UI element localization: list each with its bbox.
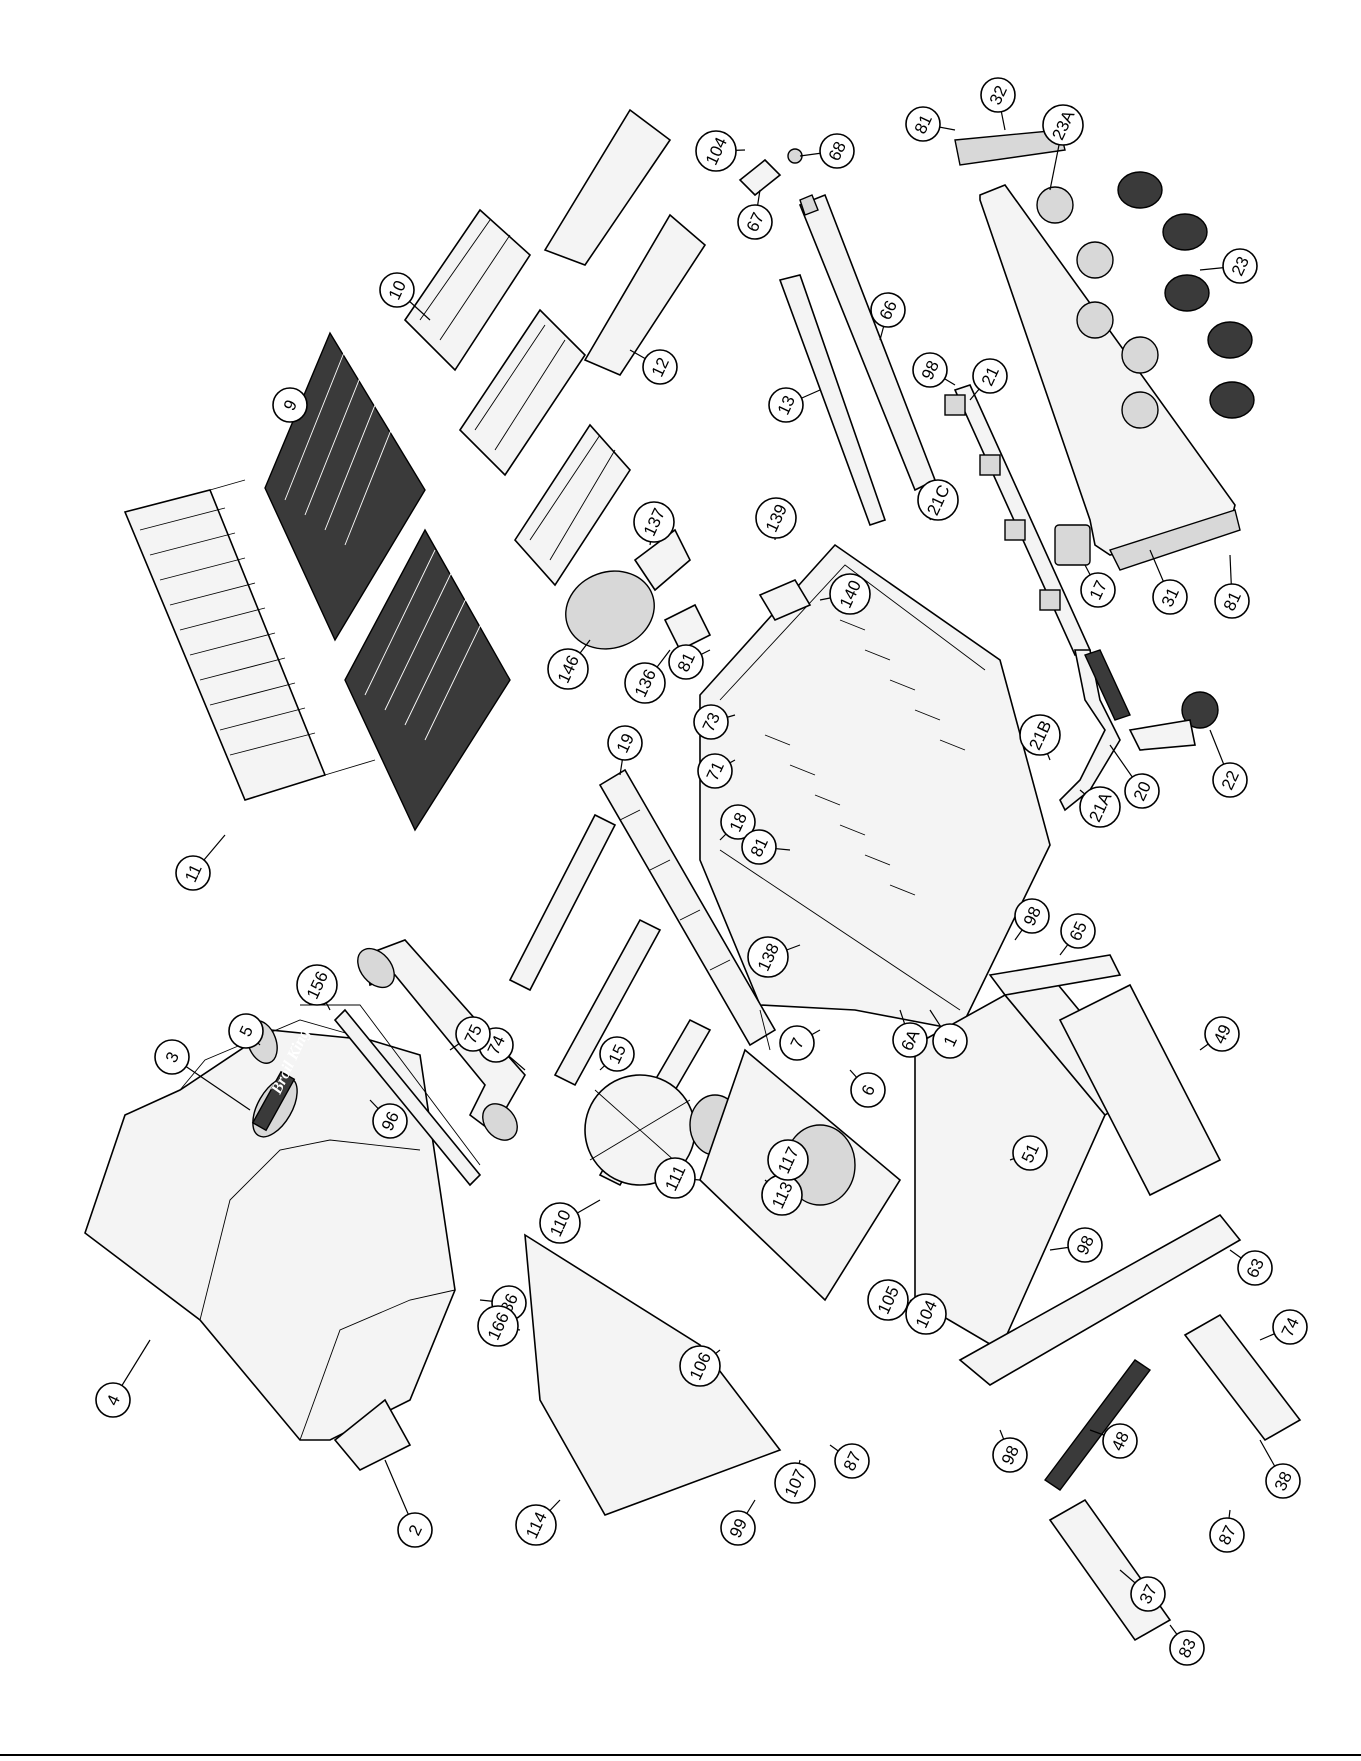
callout-99: 99 (721, 1511, 755, 1545)
callout-66: 66 (871, 293, 905, 327)
leg-brackets (1045, 1315, 1300, 1640)
callout-17: 17 (1081, 573, 1115, 607)
callout-65: 65 (1061, 914, 1095, 948)
callout-138: 138 (748, 937, 788, 977)
callout-13: 13 (769, 388, 803, 422)
callout-12: 12 (643, 350, 677, 384)
callout-166: 166 (478, 1306, 518, 1346)
callout-10: 10 (380, 273, 414, 307)
callout-4: 4 (96, 1383, 130, 1417)
callout-71: 71 (698, 754, 732, 788)
callout-31: 31 (1153, 580, 1187, 614)
callout-21B: 21B (1020, 715, 1060, 755)
callout-104: 104 (696, 131, 736, 171)
callout-96: 96 (373, 1104, 407, 1138)
callout-48: 48 (1103, 1424, 1137, 1458)
callout-63: 63 (1238, 1251, 1272, 1285)
callout-81: 81 (669, 645, 703, 679)
callout-114: 114 (516, 1505, 556, 1545)
callout-23A: 23A (1043, 105, 1083, 145)
side-shelf-panel (525, 1235, 780, 1515)
callout-23: 23 (1223, 249, 1257, 283)
callout-21A: 21A (1080, 787, 1120, 827)
callout-9: 9 (273, 388, 307, 422)
callout-21: 21 (973, 359, 1007, 393)
callout-38: 38 (1266, 1464, 1300, 1498)
callout-15: 15 (600, 1037, 634, 1071)
callout-113: 113 (762, 1175, 802, 1215)
callout-74: 74 (1273, 1310, 1307, 1344)
side-shields (545, 110, 705, 375)
igniter-module (1055, 525, 1090, 565)
callout-11: 11 (176, 856, 210, 890)
callout-137: 137 (634, 502, 674, 542)
callout-22: 22 (1213, 763, 1247, 797)
callout-106: 106 (680, 1346, 720, 1386)
callout-32: 32 (981, 78, 1015, 112)
callout-156: 156 (297, 965, 337, 1005)
callout-68: 68 (820, 134, 854, 168)
callout-105: 105 (868, 1280, 908, 1320)
callout-19: 19 (608, 726, 642, 760)
callout-104: 104 (906, 1294, 946, 1334)
callout-98: 98 (913, 353, 947, 387)
callout-87: 87 (835, 1444, 869, 1478)
callout-111: 111 (655, 1158, 695, 1198)
callout-2: 2 (398, 1513, 432, 1547)
callout-136: 136 (625, 663, 665, 703)
callout-98: 98 (993, 1438, 1027, 1472)
callout-51: 51 (1013, 1136, 1047, 1170)
callout-81: 81 (742, 830, 776, 864)
flavor-bars (405, 210, 630, 585)
callout-98: 98 (1015, 899, 1049, 933)
callout-146: 146 (548, 649, 588, 689)
callout-83: 83 (1170, 1631, 1204, 1665)
callout-20: 20 (1125, 774, 1159, 808)
rear-bars (780, 195, 935, 525)
callout-37: 37 (1131, 1577, 1165, 1611)
callout-81: 81 (906, 107, 940, 141)
igniter-bracket (740, 149, 802, 195)
callout-73: 73 (694, 705, 728, 739)
callout-81: 81 (1215, 584, 1249, 618)
callout-87: 87 (1210, 1518, 1244, 1552)
callout-49: 49 (1205, 1017, 1239, 1051)
callout-110: 110 (540, 1203, 580, 1243)
callout-139: 139 (756, 498, 796, 538)
callout-98: 98 (1068, 1228, 1102, 1262)
callout-6A: 6A (893, 1023, 927, 1057)
callout-21C: 21C (918, 480, 958, 520)
callout-1: 1 (933, 1024, 967, 1058)
page-footer-rule (0, 1754, 1361, 1756)
callout-67: 67 (738, 205, 772, 239)
callout-6: 6 (851, 1073, 885, 1107)
callout-140: 140 (830, 574, 870, 614)
callout-75: 75 (456, 1017, 490, 1051)
callout-5: 5 (229, 1014, 263, 1048)
callout-117: 117 (768, 1140, 808, 1180)
callout-107: 107 (775, 1463, 815, 1503)
callout-3: 3 (155, 1040, 189, 1074)
callout-7: 7 (780, 1026, 814, 1060)
